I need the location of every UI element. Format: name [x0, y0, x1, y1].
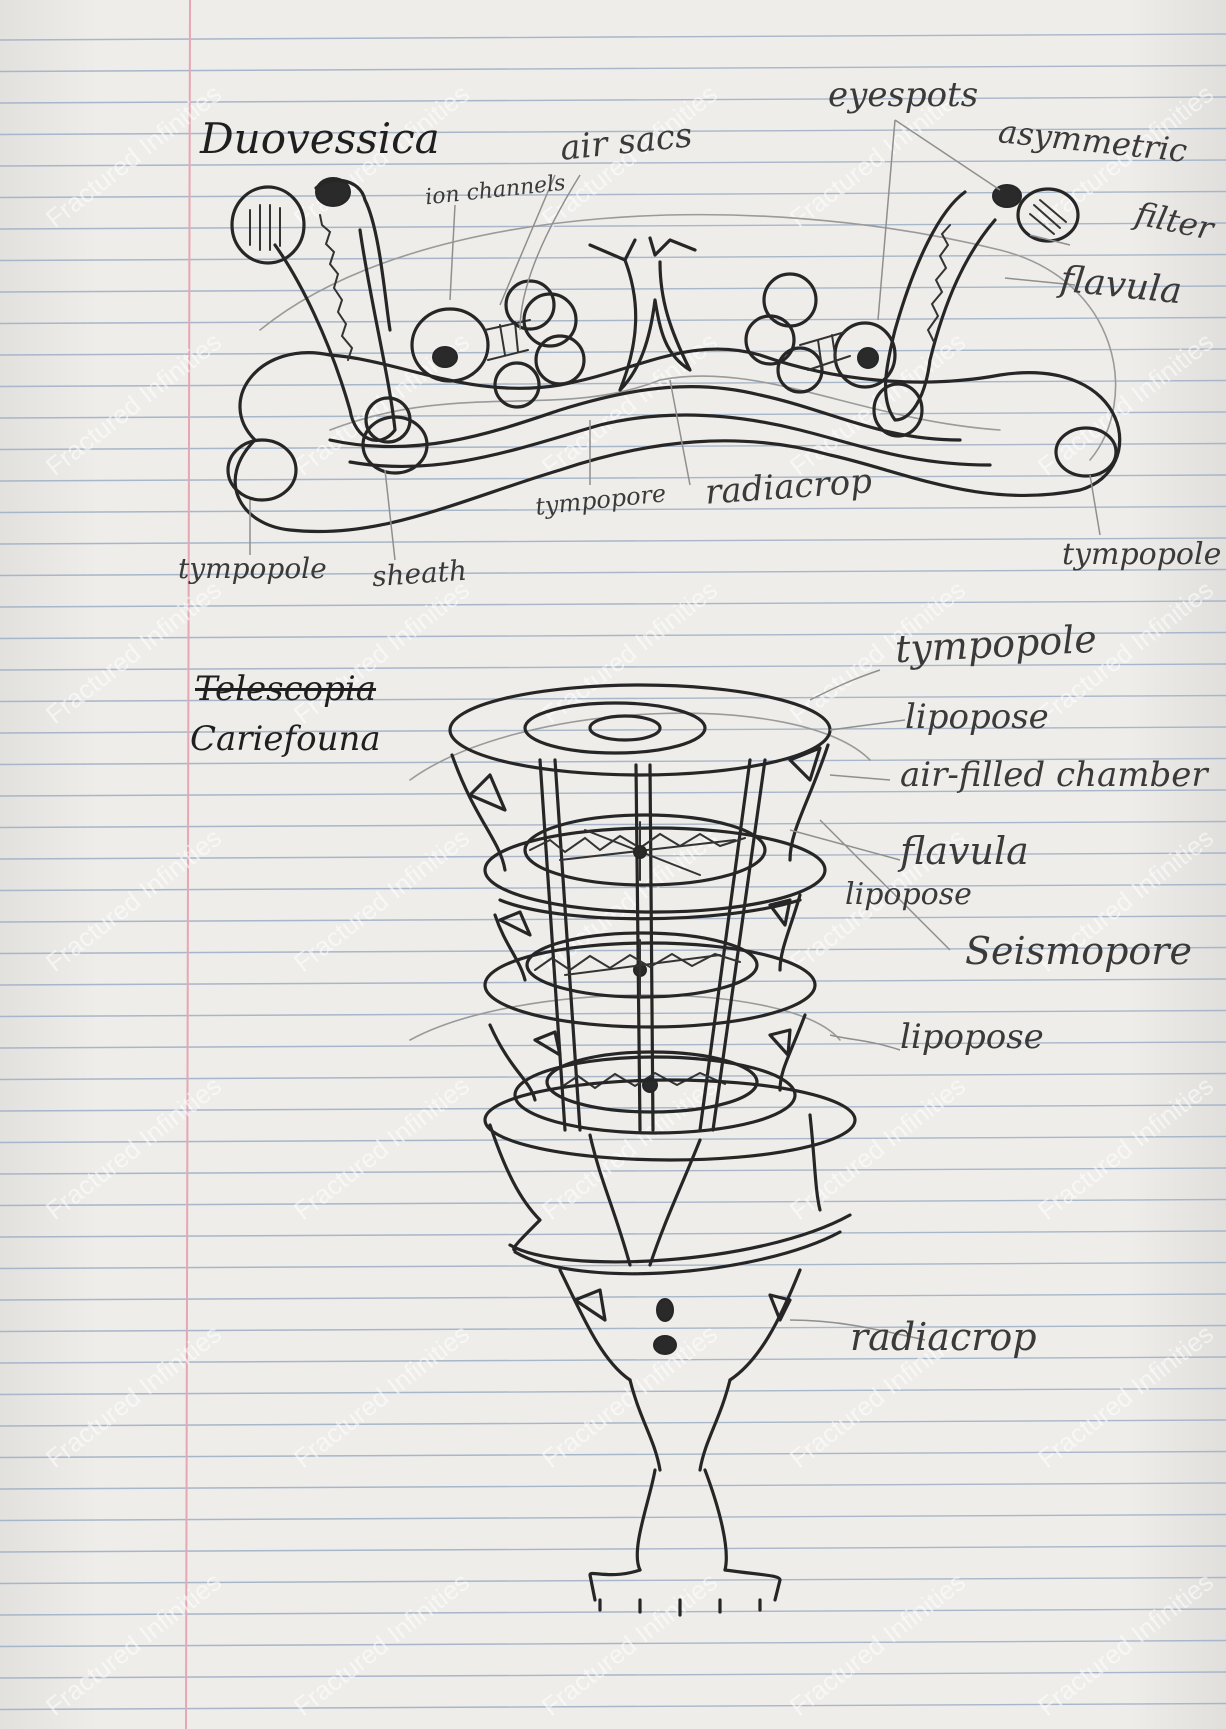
ruled-line: [0, 253, 1226, 262]
ruled-line: [0, 316, 1226, 325]
ruled-line: [0, 1576, 1226, 1585]
ruled-line: [0, 1135, 1226, 1144]
ruled-line: [0, 663, 1226, 671]
ruled-line: [0, 1671, 1226, 1679]
ruled-line: [0, 190, 1226, 199]
ruled-line: [0, 1356, 1226, 1364]
label-eyespots: eyespots: [828, 75, 979, 115]
margin-line: [185, 0, 191, 1729]
ruled-line: [0, 883, 1226, 892]
ruled-line: [0, 978, 1226, 986]
ruled-line: [0, 820, 1226, 829]
label-air-filled-chamber: air-filled chamber: [900, 755, 1208, 795]
ruled-line: [0, 1639, 1226, 1648]
ruled-line: [0, 1482, 1226, 1490]
ruled-line: [0, 946, 1226, 955]
ruled-line: [0, 222, 1226, 230]
ruled-line: [0, 96, 1226, 104]
duovessica-sketch: [226, 119, 1122, 561]
ruled-line: [0, 411, 1226, 419]
ruled-line: [0, 379, 1226, 388]
ruled-line: [0, 757, 1226, 766]
ruled-line: [0, 537, 1226, 545]
ruled-line: [0, 285, 1226, 293]
ruled-line: [0, 1230, 1226, 1238]
label-lipopose-1: lipopose: [905, 697, 1049, 737]
ruled-line: [0, 1545, 1226, 1553]
ruled-line: [0, 1608, 1226, 1616]
ruled-line: [0, 726, 1226, 734]
label-flavula: flavula: [900, 829, 1029, 873]
label-tympopole: tympopole: [893, 616, 1098, 672]
ruled-line: [0, 1041, 1226, 1049]
ruled-line: [0, 442, 1226, 451]
cariefouna-sketch: [409, 669, 951, 1617]
ruled-line: [0, 1104, 1226, 1112]
label-radiacrop: radiacrop: [850, 1315, 1037, 1359]
ruled-line: [0, 1167, 1226, 1175]
ruled-line: [0, 1009, 1226, 1018]
ruled-line: [0, 33, 1226, 41]
label-seismopore: Seismopore: [965, 929, 1192, 973]
ruled-line: [0, 159, 1226, 167]
ruled-line: [0, 474, 1226, 482]
ruled-line: [0, 1198, 1226, 1207]
label-lipopose-3: lipopose: [900, 1017, 1044, 1057]
ruled-line: [0, 127, 1226, 136]
label-sheath: sheath: [370, 553, 468, 594]
ruled-line: [0, 1324, 1226, 1333]
ruled-line: [0, 1513, 1226, 1522]
ruled-line: [0, 852, 1226, 860]
ruled-line: [0, 505, 1226, 514]
label-lipopose-2: lipopose: [845, 877, 972, 912]
ruled-line: [0, 694, 1226, 703]
label-tympopole-left: tympopole: [178, 552, 327, 585]
title-telescopia-crossed: Telescopia: [195, 669, 377, 709]
ruled-line: [0, 1702, 1226, 1711]
ruled-line: [0, 600, 1226, 608]
ruled-line: [0, 1261, 1226, 1270]
ruled-line: [0, 631, 1226, 640]
title-cariefouna: Cariefouna: [190, 719, 381, 759]
ruled-line: [0, 789, 1226, 797]
ruled-line: [0, 1293, 1226, 1301]
ruled-line: [0, 1450, 1226, 1459]
ruled-line: [0, 348, 1226, 356]
label-tympopole-right: tympopole: [1062, 537, 1222, 572]
title-duovessica: Duovessica: [200, 114, 440, 163]
ruled-line: [0, 1419, 1226, 1427]
ruled-line: [0, 64, 1226, 73]
ruled-line: [0, 1387, 1226, 1396]
ruled-line: [0, 568, 1226, 577]
